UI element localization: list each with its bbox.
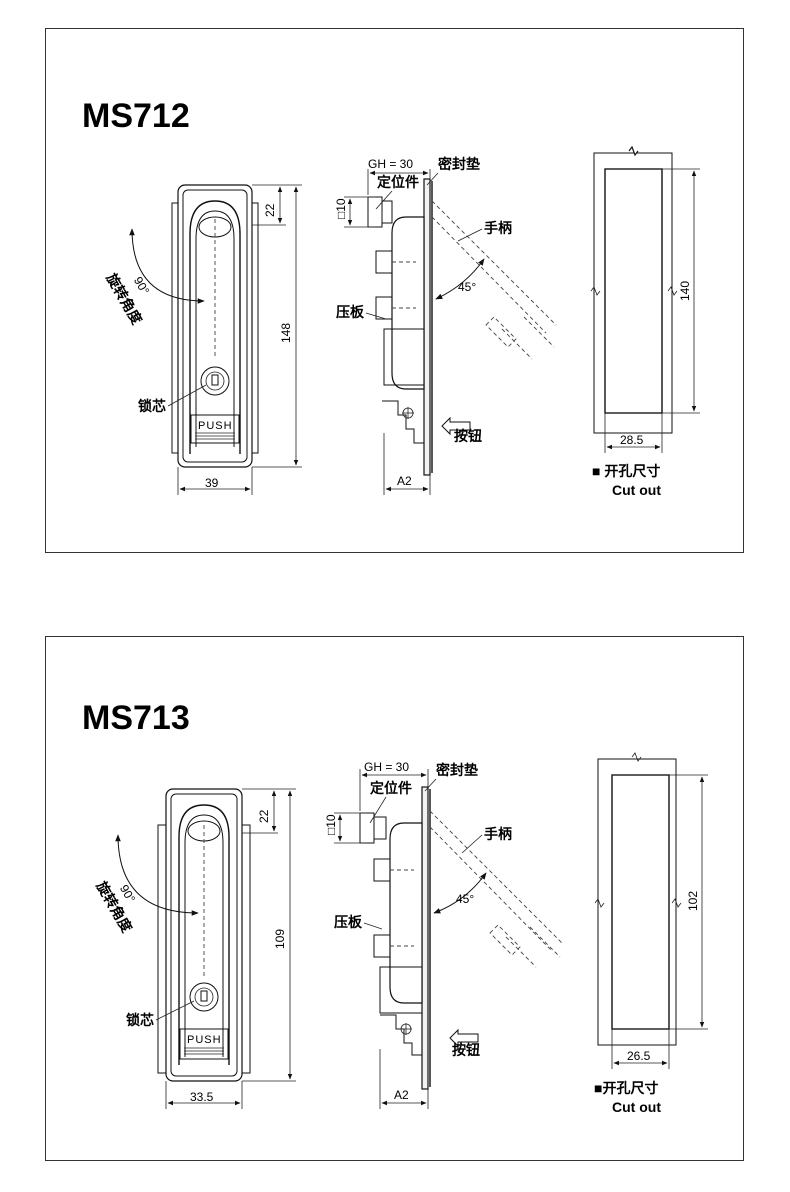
button-label: 按钮 (452, 1042, 480, 1059)
angle-45-label: 45° (458, 280, 476, 294)
model-title: MS713 (82, 699, 190, 737)
gasket-label: 密封垫 (437, 156, 480, 173)
cutout-label-en: Cut out (612, 1099, 661, 1115)
dim-square: □10 (334, 198, 348, 219)
cutout-label-cn: ■ 开孔尺寸 (592, 463, 660, 479)
push-text: PUSH (187, 1034, 222, 1046)
dim-cut-height: 102 (686, 891, 700, 911)
front-view: PUSH 90° 旋转角度 锁芯 22 109 33.5 (92, 788, 296, 1109)
drawing-panel-ms713: MS713 PUSH 90° 旋转角度 锁芯 22 109 33.5 (45, 636, 744, 1161)
lock-core-label: 锁芯 (126, 1012, 154, 1029)
locator-label: 定位件 (377, 174, 419, 191)
handle-label: 手柄 (484, 826, 512, 843)
dim-cut-height: 140 (678, 281, 692, 301)
dim-height: 148 (279, 323, 293, 343)
dim-top-offset: 22 (263, 203, 277, 217)
button-label: 按钮 (454, 428, 482, 445)
dim-cut-width: 28.5 (620, 433, 644, 447)
cutout-view: 140 28.5 ■ 开孔尺寸 Cut out (590, 145, 700, 498)
drawing-panel-ms712: MS712 PUSH 90° 旋转角度 锁芯 22 148 (45, 28, 744, 553)
dim-width: 39 (205, 476, 219, 490)
cutout-label-en: Cut out (612, 482, 661, 498)
dim-height: 109 (273, 929, 287, 949)
dim-a2: A2 (397, 474, 412, 488)
dim-cut-width: 26.5 (627, 1049, 651, 1063)
side-view: 45° GH = 30 □10 定位件 密封垫 手柄 压板 按钮 A2 (334, 156, 557, 495)
ms713-drawing: MS713 PUSH 90° 旋转角度 锁芯 22 109 33.5 (82, 699, 708, 1115)
angle-45-label: 45° (456, 892, 474, 906)
angle-90-label: 90° (131, 274, 152, 297)
dim-top-offset: 22 (257, 809, 271, 823)
lock-core-label: 锁芯 (138, 398, 166, 415)
dim-width: 33.5 (190, 1090, 214, 1104)
cutout-label-cn: ■开孔尺寸 (594, 1080, 658, 1096)
side-view: 45° GH = 30 □10 定位件 密封垫 手柄 压板 按钮 A2 (324, 760, 563, 1109)
handle-label: 手柄 (484, 220, 512, 237)
push-text: PUSH (198, 420, 233, 432)
dim-square: □10 (324, 814, 338, 835)
gasket-label: 密封垫 (435, 762, 478, 779)
press-plate-label: 压板 (334, 914, 363, 931)
cutout-view: 102 26.5 ■开孔尺寸 Cut out (594, 752, 708, 1115)
locator-label: 定位件 (370, 780, 412, 797)
ms712-drawing: MS712 PUSH 90° 旋转角度 锁芯 22 148 (82, 97, 700, 498)
dim-a2: A2 (394, 1088, 409, 1102)
dim-gh: GH = 30 (364, 760, 409, 774)
press-plate-label: 压板 (336, 304, 365, 321)
front-view: PUSH 90° 旋转角度 锁芯 22 148 39 (102, 184, 302, 495)
dim-gh: GH = 30 (368, 157, 413, 171)
model-title: MS712 (82, 97, 190, 135)
